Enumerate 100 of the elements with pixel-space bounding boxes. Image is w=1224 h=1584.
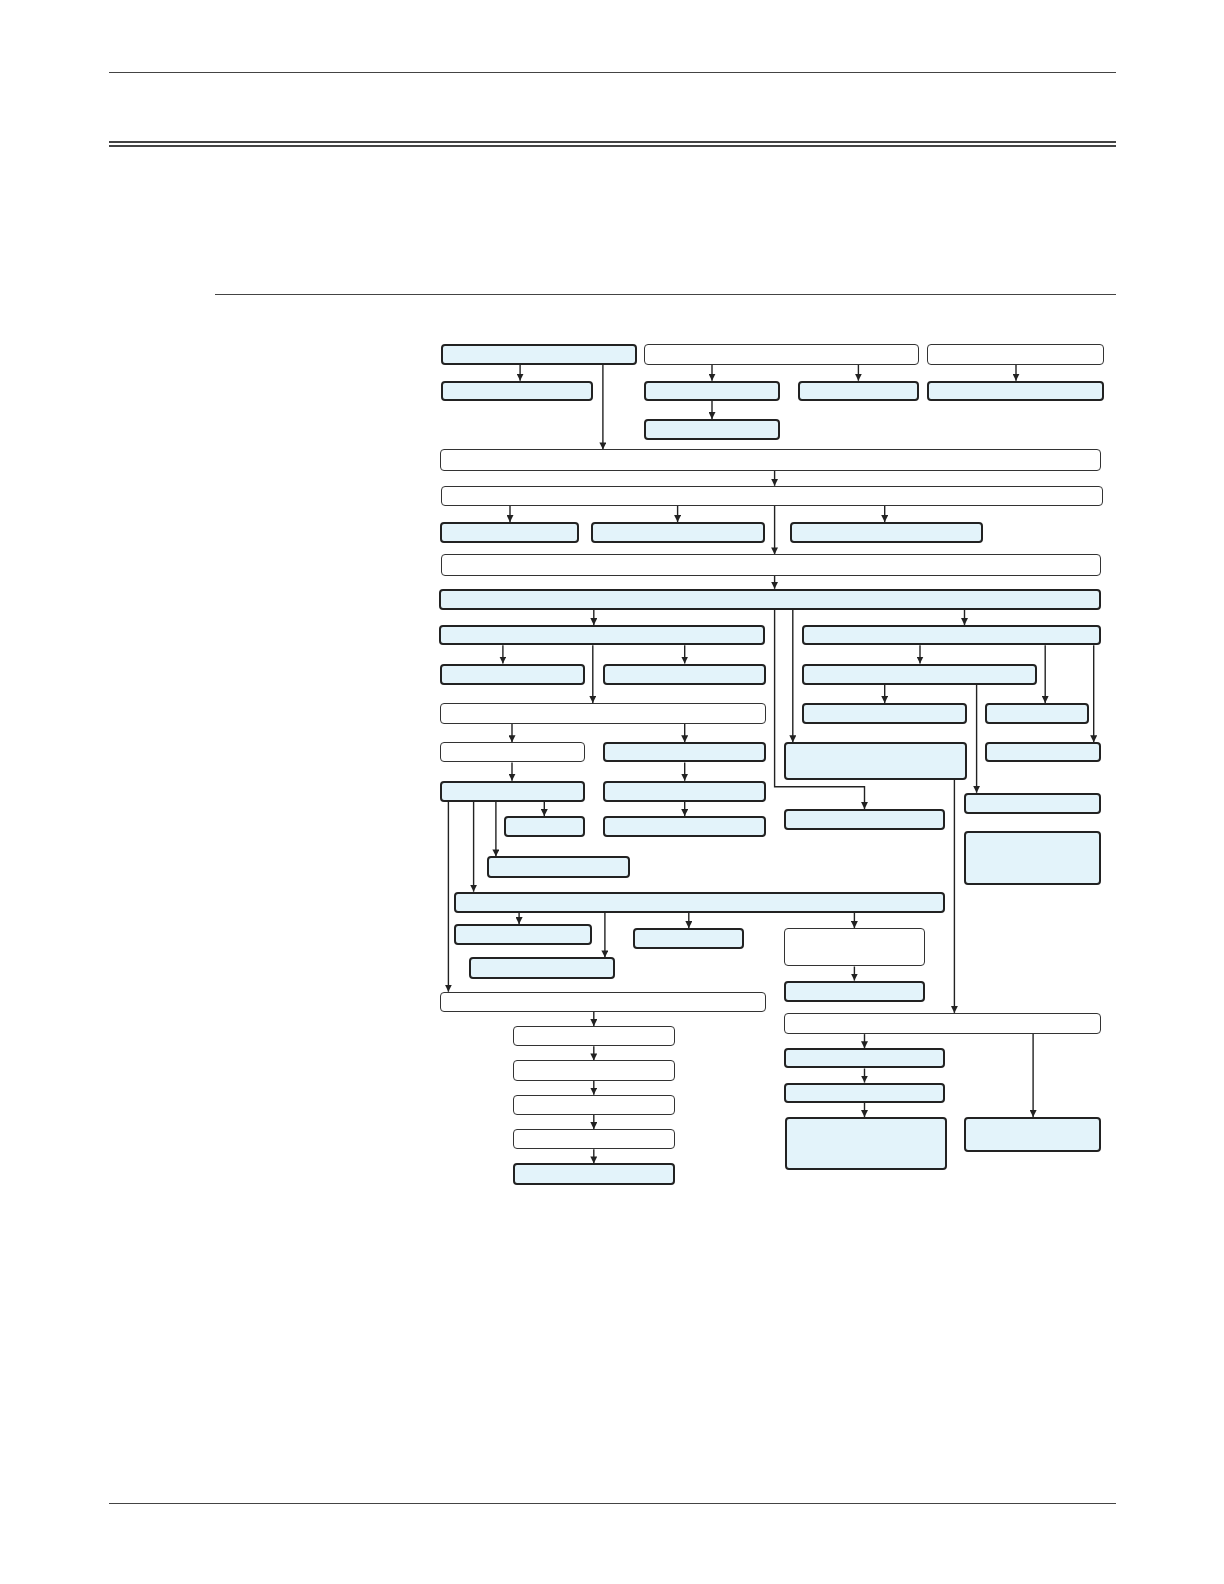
arrow (861, 1067, 868, 1084)
arrow (850, 965, 858, 982)
arrow (492, 801, 500, 858)
arrow (470, 801, 478, 893)
process-box (783, 980, 926, 1002)
process-box (602, 780, 766, 802)
process-box (783, 1082, 946, 1103)
process-box (927, 380, 1104, 401)
process-box (441, 554, 1101, 576)
process-box (964, 792, 1101, 814)
arrow (590, 1045, 598, 1062)
process-box (486, 856, 631, 878)
arrow (1012, 363, 1020, 382)
process-box (797, 380, 919, 401)
arrow (950, 778, 958, 1014)
arrow (708, 400, 716, 420)
arrow (771, 505, 779, 556)
process-box (644, 380, 780, 401)
process-box (439, 588, 1101, 610)
arrow (881, 505, 889, 523)
process-box (964, 1116, 1101, 1153)
process-box (984, 702, 1089, 725)
process-box (783, 808, 946, 831)
arrow (881, 684, 889, 704)
arrow (916, 644, 924, 665)
arrow (861, 1102, 868, 1118)
process-box (964, 831, 1101, 885)
process-box (513, 1094, 675, 1115)
arrow (674, 505, 682, 523)
process-box (440, 449, 1101, 471)
arrow (1029, 1033, 1037, 1118)
arrow (590, 609, 598, 626)
arrow (601, 912, 609, 959)
process-box (602, 742, 766, 763)
process-box (644, 344, 919, 365)
process-box (801, 702, 968, 725)
arrow (590, 1079, 598, 1096)
arrow (599, 363, 607, 451)
arrow (789, 609, 797, 743)
process-box (440, 702, 766, 725)
arrow (681, 801, 689, 817)
arrow (773, 609, 868, 810)
process-box (984, 742, 1101, 763)
arrow (681, 761, 689, 782)
process-box (441, 344, 638, 365)
process-box (503, 816, 585, 838)
process-box (801, 625, 1101, 646)
arrow (771, 469, 779, 487)
process-box (784, 1116, 948, 1171)
arrow (854, 363, 862, 382)
process-box (513, 1129, 675, 1150)
arrow (444, 801, 452, 993)
process-box (927, 344, 1104, 365)
process-box (590, 522, 766, 544)
process-box (783, 742, 968, 780)
arrow (508, 761, 516, 782)
arrow (499, 644, 507, 665)
arrow (1041, 644, 1049, 704)
process-box (783, 1048, 946, 1069)
process-box (602, 663, 766, 685)
arrow (681, 644, 689, 665)
arrow (850, 912, 858, 929)
arrow (590, 1148, 598, 1165)
process-box (602, 816, 766, 838)
process-box (440, 780, 585, 802)
process-box (440, 742, 585, 763)
process-box (439, 625, 766, 646)
process-box (454, 891, 946, 913)
arrow (590, 1114, 598, 1130)
process-box (783, 928, 926, 967)
arrow (973, 684, 981, 794)
process-box (801, 663, 1038, 685)
process-box (441, 380, 593, 401)
process-box (440, 663, 585, 685)
process-box (633, 928, 745, 950)
arrow (771, 574, 779, 590)
arrow (508, 723, 516, 743)
process-box (440, 522, 579, 544)
process-box (644, 419, 780, 441)
arrow (685, 912, 693, 929)
process-box (513, 1163, 675, 1185)
arrow (540, 801, 548, 817)
process-box (468, 957, 615, 979)
process-box (441, 485, 1103, 506)
process-box (783, 1012, 1101, 1035)
arrow (1090, 644, 1098, 743)
process-box (513, 1060, 675, 1081)
process-box (440, 991, 766, 1012)
arrow (708, 363, 716, 382)
arrow (515, 912, 523, 925)
arrow (961, 609, 968, 626)
arrow (589, 644, 597, 704)
process-box (513, 1026, 675, 1047)
process-box (454, 924, 592, 946)
arrow (516, 363, 524, 382)
arrow (590, 1011, 598, 1027)
arrow (506, 505, 514, 523)
arrow (681, 723, 689, 743)
arrow (861, 1033, 868, 1049)
process-box (789, 522, 983, 544)
